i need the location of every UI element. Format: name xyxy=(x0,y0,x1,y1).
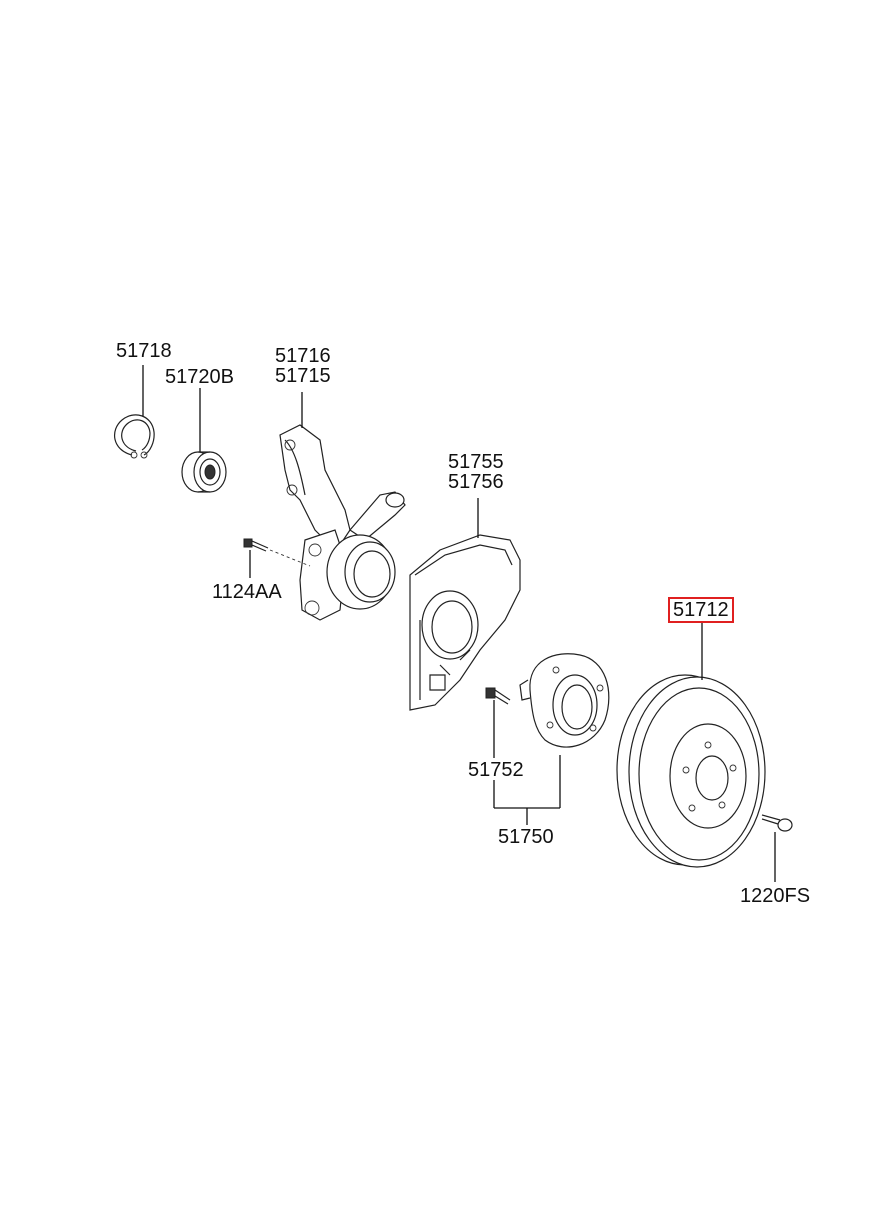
label-1220fs[interactable]: 1220FS xyxy=(740,885,811,907)
label-51752[interactable]: 51752 xyxy=(468,759,524,781)
label-51716[interactable]: 51716 xyxy=(275,345,331,367)
bolt-1124aa-part[interactable] xyxy=(243,538,311,578)
label-51756[interactable]: 51756 xyxy=(448,471,504,493)
steering-knuckle-part[interactable] xyxy=(279,392,406,621)
screw-1220fs-part[interactable] xyxy=(761,814,793,882)
dust-cover-part[interactable] xyxy=(409,498,521,711)
label-1124aa[interactable]: 1124AA xyxy=(212,581,282,603)
wheel-hub-part[interactable] xyxy=(493,653,610,825)
label-51712-highlighted[interactable]: 51712 xyxy=(668,597,734,623)
label-51715[interactable]: 51715 xyxy=(275,365,331,387)
hub-bolt-part[interactable] xyxy=(485,687,511,758)
label-51720b[interactable]: 51720B xyxy=(165,366,234,388)
label-51718[interactable]: 51718 xyxy=(116,340,172,362)
label-51750[interactable]: 51750 xyxy=(498,826,554,848)
bearing-part[interactable] xyxy=(181,388,227,493)
snap-ring-part[interactable] xyxy=(114,365,155,459)
label-51755[interactable]: 51755 xyxy=(448,451,504,473)
brake-disc-part[interactable] xyxy=(616,622,766,868)
